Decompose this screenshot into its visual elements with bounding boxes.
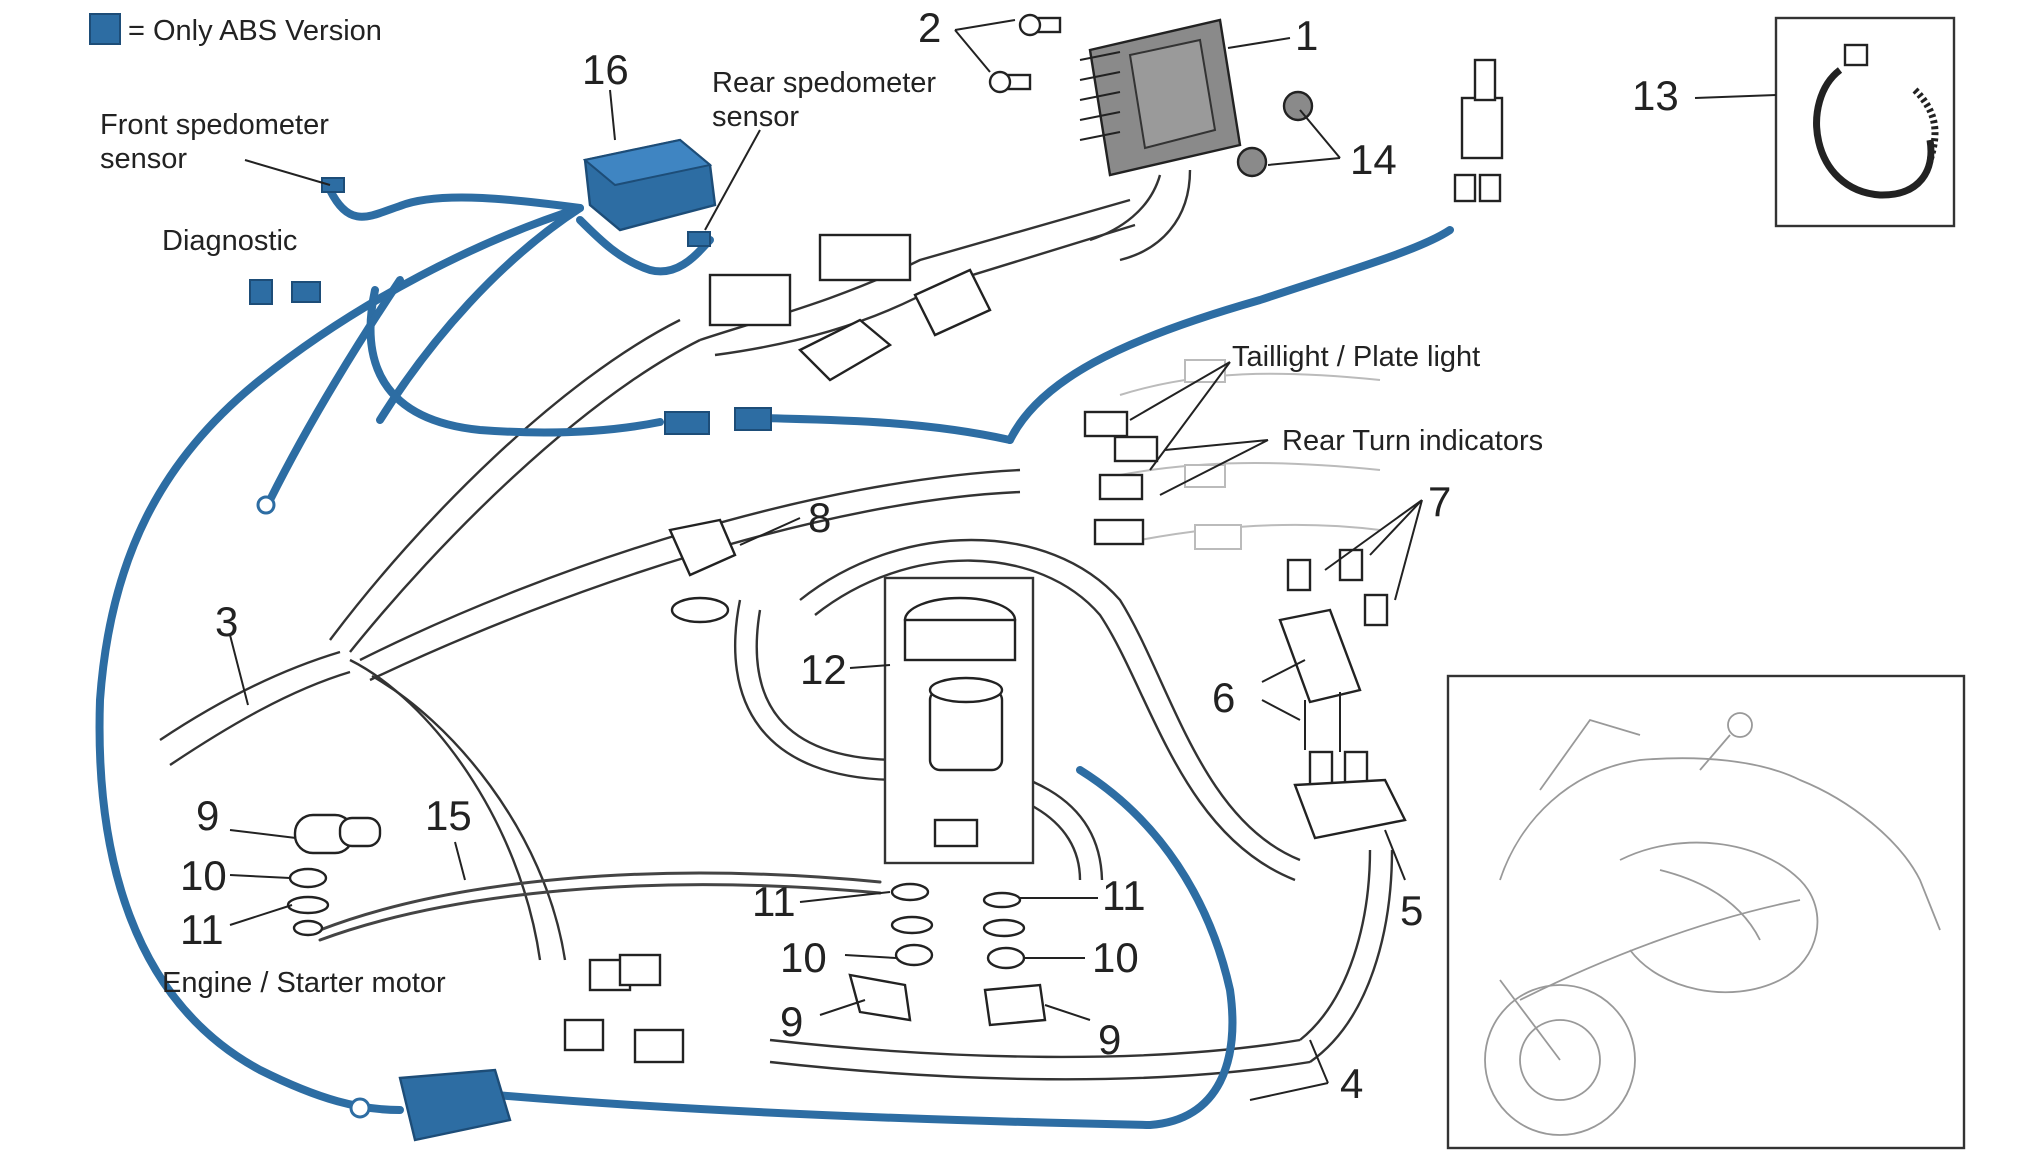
- terminal-cover-8: [668, 518, 737, 624]
- num-10c: 10: [1092, 934, 1139, 981]
- label-front-sensor-1: Front spedometer: [100, 109, 329, 141]
- abs-bottom-connector: [349, 1068, 512, 1142]
- num-11a: 11: [180, 906, 224, 953]
- num-9a: 9: [196, 792, 219, 839]
- abs-wiring: [95, 186, 1454, 1129]
- num-5: 5: [1400, 887, 1423, 934]
- num-14: 14: [1350, 136, 1397, 183]
- num-2: 2: [918, 4, 941, 51]
- fuses-7: [1286, 548, 1389, 627]
- num-11c: 11: [1102, 872, 1146, 919]
- top-right-relay: [1453, 58, 1504, 203]
- motorcycle-inset: [1446, 674, 1966, 1150]
- label-rear-sensor-1: Rear spedometer: [712, 67, 936, 99]
- harness-connectors: [708, 233, 992, 382]
- num-13: 13: [1632, 72, 1679, 119]
- abs-inline-connector-a: [664, 411, 710, 435]
- legend-text: = Only ABS Version: [128, 15, 382, 47]
- num-10b: 10: [780, 934, 827, 981]
- abs-ring-terminal: [256, 495, 276, 515]
- legend-swatch: [89, 13, 121, 45]
- terminal-parts-center: [848, 882, 1047, 1027]
- num-4: 4: [1340, 1060, 1363, 1107]
- num-1: 1: [1295, 12, 1318, 59]
- label-rear-sensor-2: sensor: [712, 101, 799, 133]
- cable-tie-13: [1774, 16, 1956, 228]
- fuse-box-5: [1293, 750, 1407, 840]
- num-9b: 9: [780, 998, 803, 1045]
- starter-relay-12: [883, 576, 1035, 865]
- abs-inline-connector-b: [734, 407, 772, 431]
- screws-2: [988, 13, 1062, 94]
- num-8: 8: [808, 494, 831, 541]
- label-engine-starter: Engine / Starter motor: [162, 967, 446, 999]
- abs-module-16: [582, 138, 717, 232]
- lower-plugs: [563, 953, 685, 1064]
- voltage-regulator-1: [1079, 18, 1242, 262]
- num-12: 12: [800, 646, 847, 693]
- label-taillight: Taillight / Plate light: [1232, 341, 1480, 373]
- leader-lines: [229, 19, 1777, 1101]
- rear-sensor-connector: [687, 231, 711, 247]
- diagnostic-connector-b: [291, 281, 321, 303]
- num-15: 15: [425, 792, 472, 839]
- nuts-14: [1236, 90, 1314, 178]
- label-diagnostic: Diagnostic: [162, 225, 297, 257]
- num-6: 6: [1212, 674, 1235, 721]
- main-harness: [159, 198, 1394, 1081]
- diagnostic-connector-a: [249, 279, 273, 305]
- label-front-sensor-2: sensor: [100, 143, 187, 175]
- num-9c: 9: [1098, 1016, 1121, 1063]
- taillight-connectors: [1083, 359, 1381, 550]
- num-3: 3: [215, 598, 238, 645]
- num-10a: 10: [180, 852, 227, 899]
- num-16: 16: [582, 46, 629, 93]
- label-rear-turn: Rear Turn indicators: [1282, 425, 1543, 457]
- terminal-parts-left: [286, 813, 382, 937]
- fuse-holders-6: [1278, 608, 1362, 752]
- num-7: 7: [1428, 478, 1451, 525]
- num-11b: 11: [752, 878, 796, 925]
- front-sensor-connector: [321, 177, 345, 193]
